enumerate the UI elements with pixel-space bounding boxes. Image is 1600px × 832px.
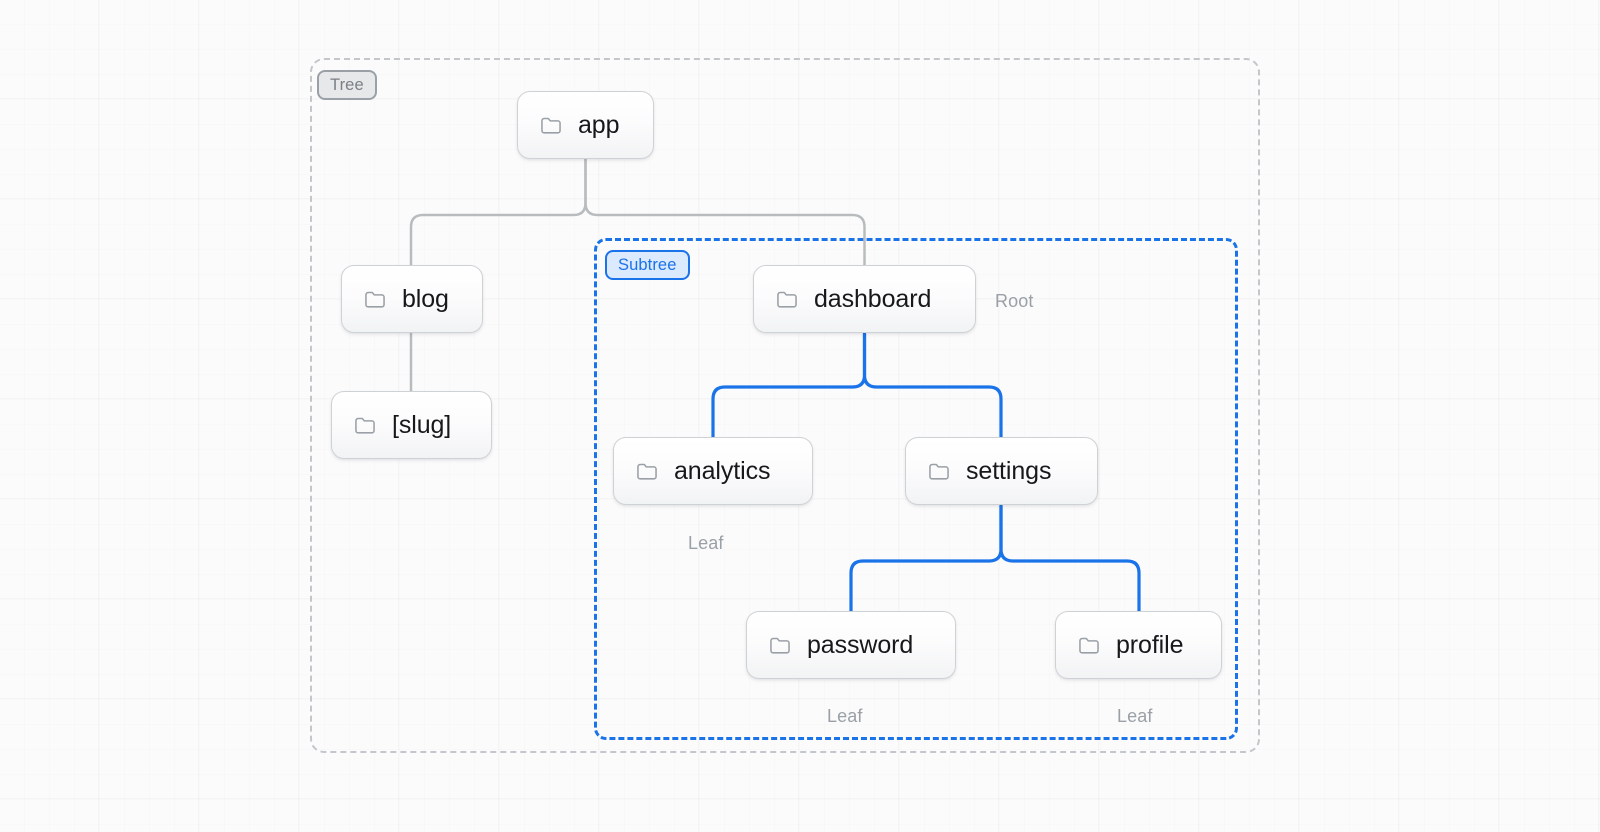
node-label: [slug]	[392, 410, 452, 439]
folder-icon	[541, 117, 561, 134]
caption-leaf-password: Leaf	[827, 706, 863, 726]
folder-icon	[777, 291, 797, 308]
caption-leaf-analytics: Leaf	[688, 533, 724, 553]
node-label: password	[807, 630, 914, 659]
group-badge-subtree-label: Subtree	[618, 255, 677, 274]
node-slug[interactable]: [slug]	[331, 391, 492, 459]
node-profile[interactable]: profile	[1055, 611, 1222, 679]
group-badge-subtree[interactable]: Subtree	[605, 250, 690, 280]
node-dashboard[interactable]: dashboard	[753, 265, 976, 333]
node-label: blog	[402, 284, 449, 313]
node-label: dashboard	[814, 284, 932, 313]
node-label: app	[578, 110, 620, 139]
folder-icon	[637, 463, 657, 480]
group-badge-tree[interactable]: Tree	[317, 70, 377, 100]
node-label: profile	[1116, 630, 1184, 659]
folder-icon	[355, 417, 375, 434]
node-password[interactable]: password	[746, 611, 956, 679]
node-analytics[interactable]: analytics	[613, 437, 813, 505]
node-settings[interactable]: settings	[905, 437, 1098, 505]
node-label: analytics	[674, 456, 771, 485]
folder-icon	[770, 637, 790, 654]
node-label: settings	[966, 456, 1052, 485]
group-badge-tree-label: Tree	[330, 75, 364, 94]
caption-leaf-profile: Leaf	[1117, 706, 1153, 726]
node-app[interactable]: app	[517, 91, 654, 159]
folder-icon	[929, 463, 949, 480]
node-blog[interactable]: blog	[341, 265, 483, 333]
folder-icon	[365, 291, 385, 308]
group-box-subtree[interactable]	[594, 238, 1238, 740]
folder-icon	[1079, 637, 1099, 654]
caption-root: Root	[995, 291, 1034, 311]
group-box-tree[interactable]	[310, 58, 1260, 753]
